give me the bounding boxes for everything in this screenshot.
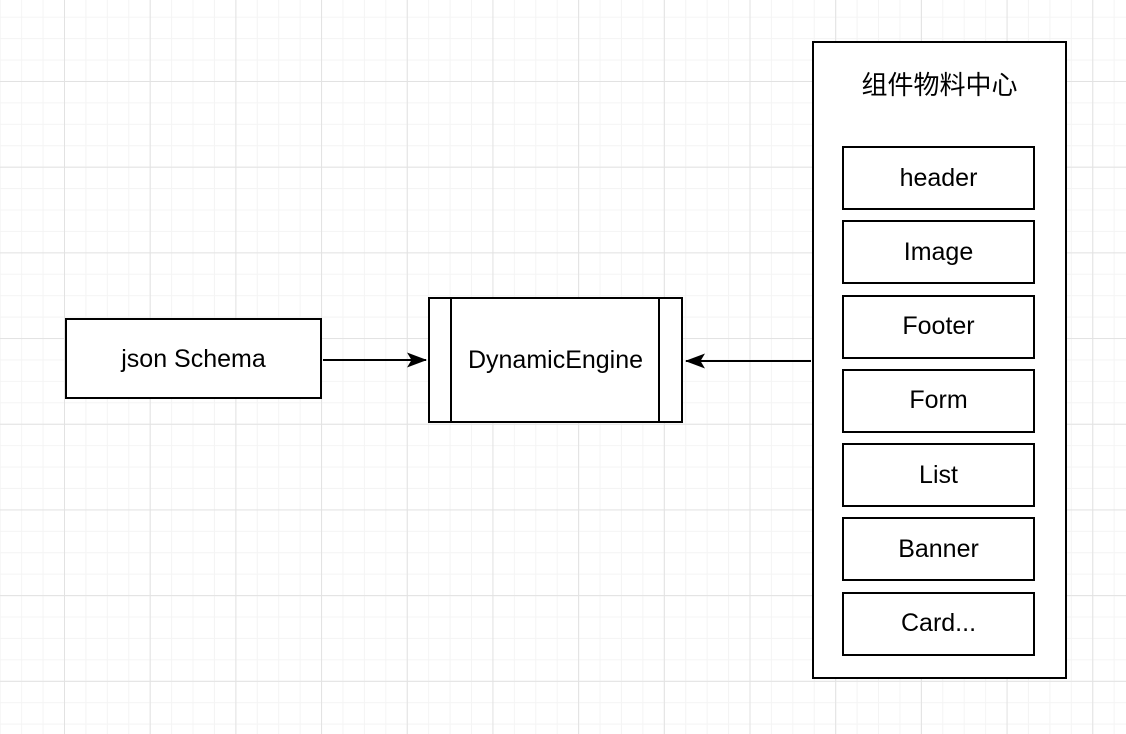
- component-item-image[interactable]: Image: [842, 220, 1035, 285]
- process-divider-right: [658, 299, 660, 421]
- component-item-banner[interactable]: Banner: [842, 517, 1035, 582]
- node-json-schema[interactable]: json Schema: [65, 318, 322, 399]
- node-dynamic-engine[interactable]: DynamicEngine: [428, 297, 683, 423]
- component-item-list: header Image Footer Form List Banner Car…: [842, 146, 1035, 656]
- node-component-material-center[interactable]: 组件物料中心 header Image Footer Form List Ban…: [812, 41, 1067, 679]
- component-item-form[interactable]: Form: [842, 368, 1035, 433]
- process-divider-left: [450, 299, 452, 421]
- node-dynamic-engine-label: DynamicEngine: [467, 346, 644, 374]
- component-item-list[interactable]: List: [842, 443, 1035, 508]
- panel-title: 组件物料中心: [861, 70, 1018, 100]
- component-item-card[interactable]: Card...: [842, 591, 1035, 656]
- component-item-header[interactable]: header: [842, 146, 1035, 210]
- component-item-footer[interactable]: Footer: [842, 294, 1035, 359]
- node-json-schema-label: json Schema: [121, 344, 266, 373]
